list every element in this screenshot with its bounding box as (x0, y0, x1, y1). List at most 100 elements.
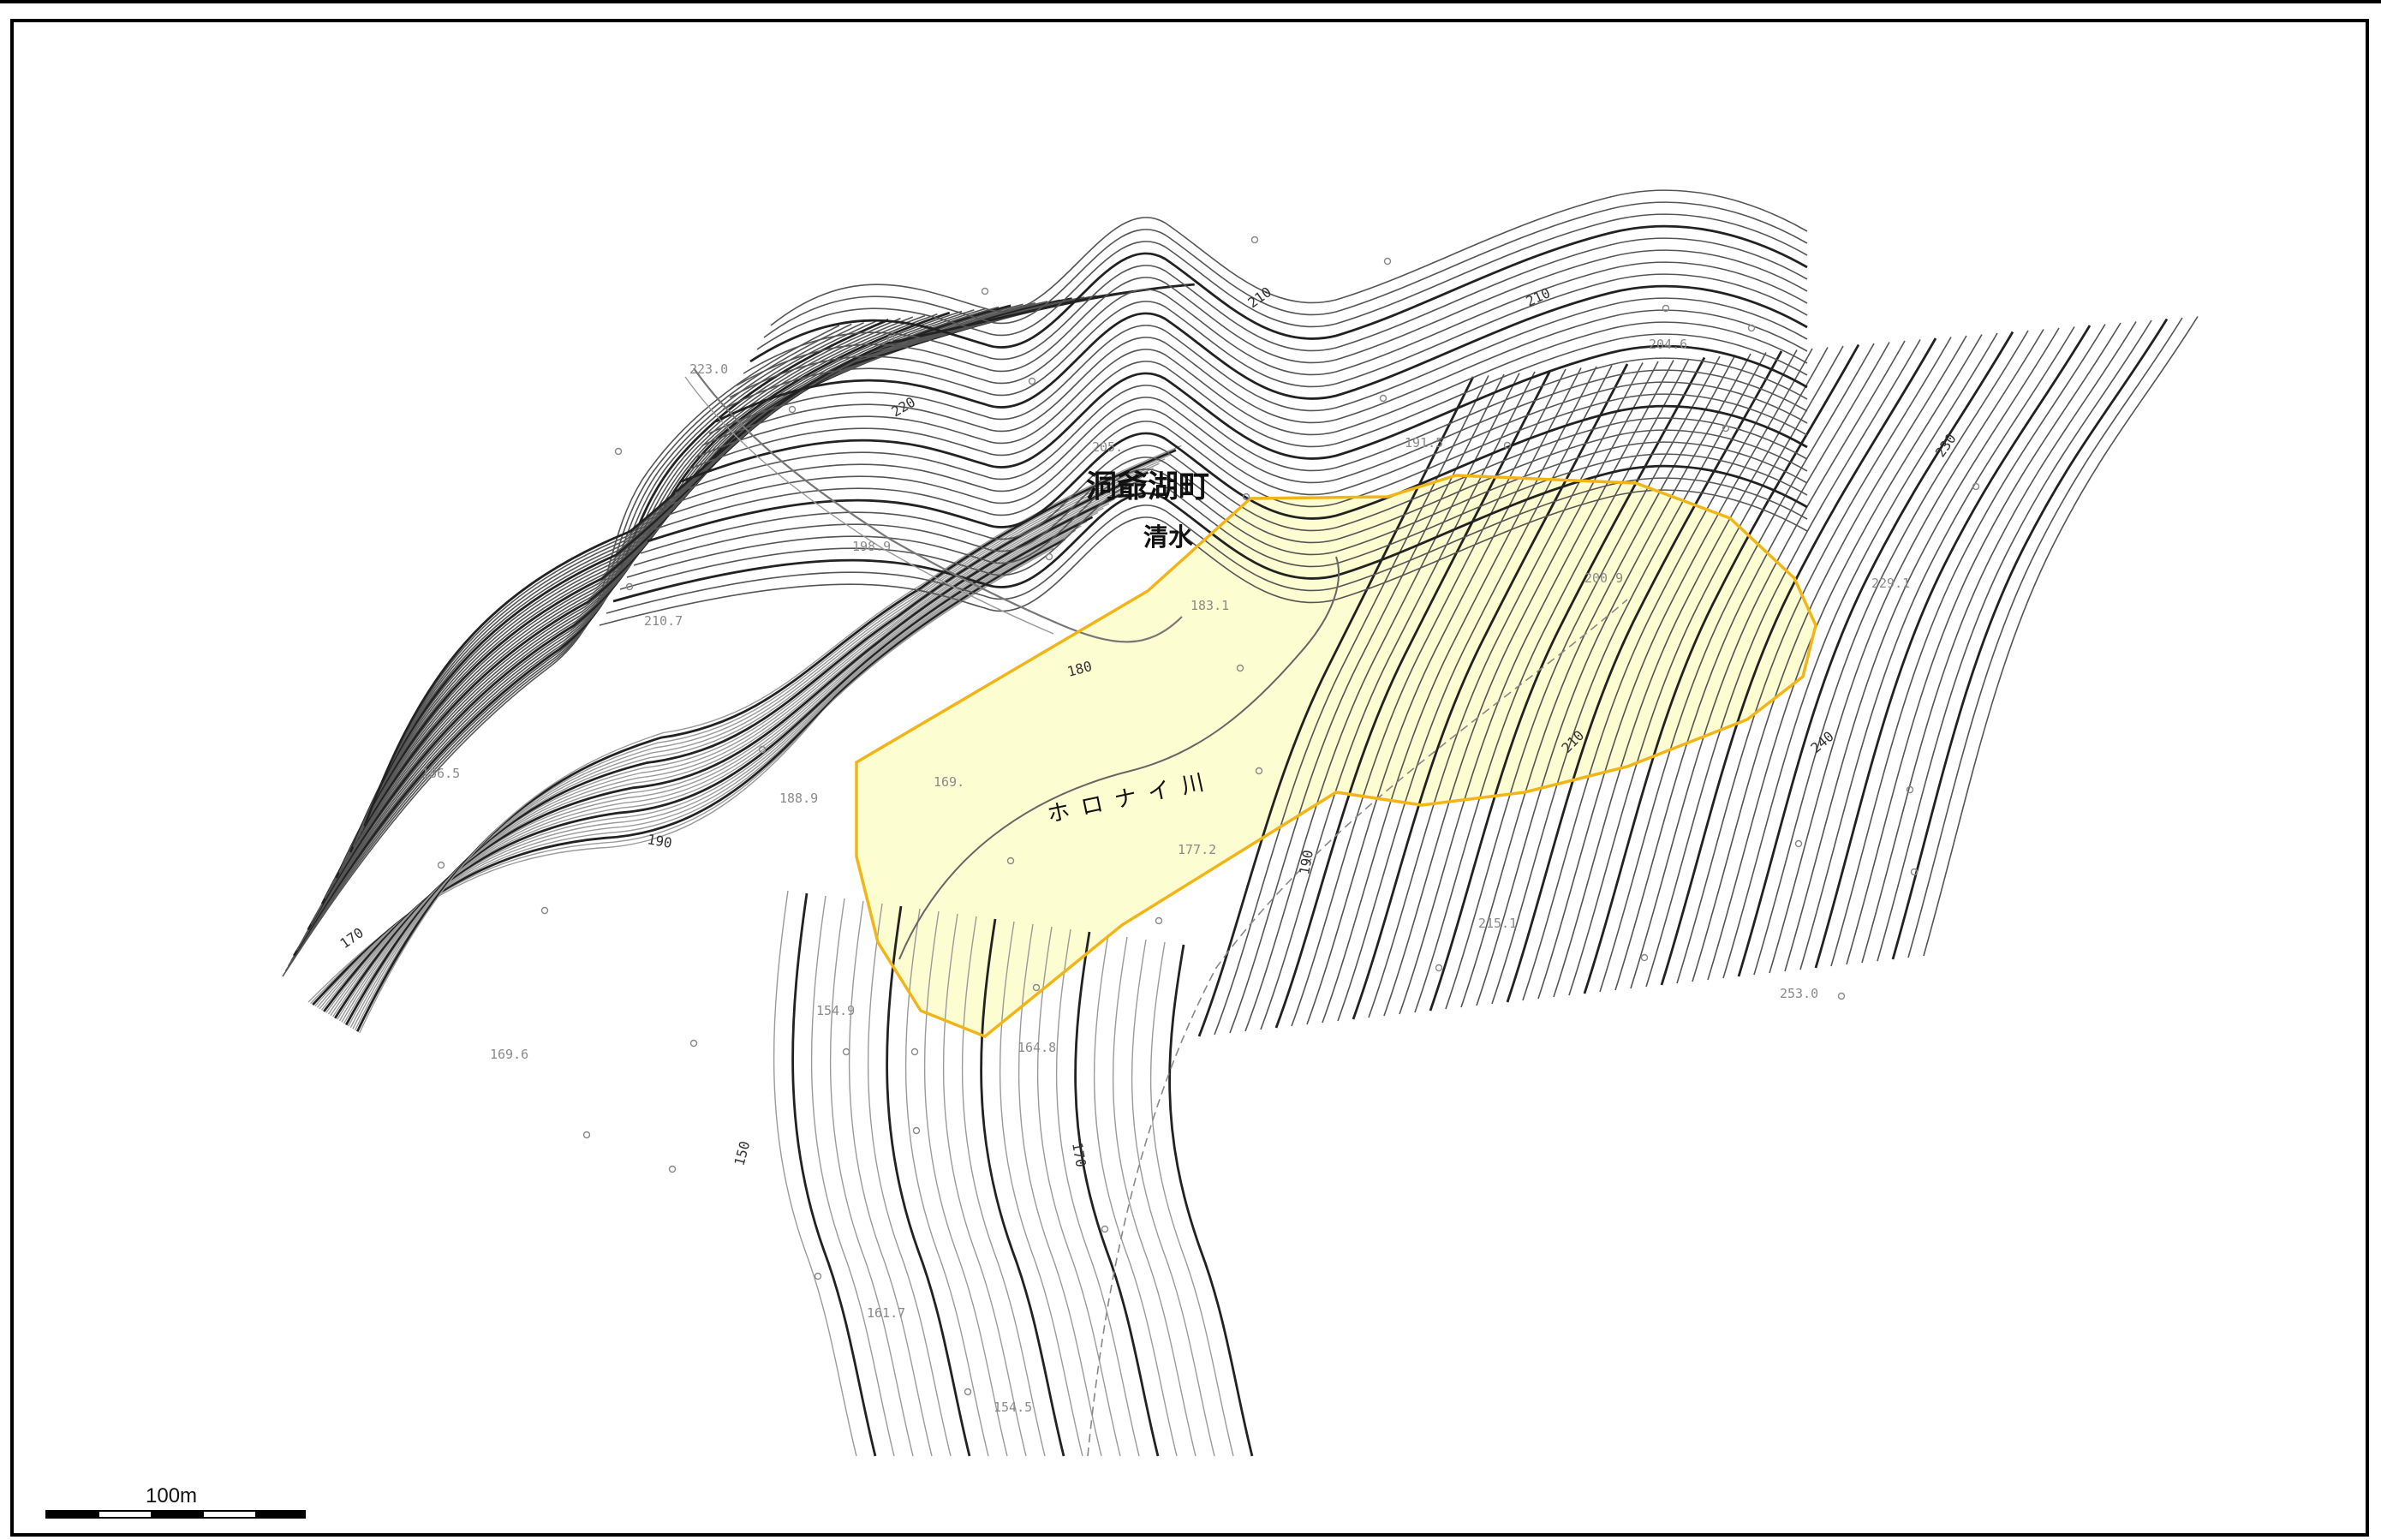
contour-line (695, 321, 1808, 458)
contour-line (749, 224, 1808, 363)
tree-symbol (540, 906, 549, 915)
elevation-point: 183.1 (1190, 598, 1229, 613)
contour-line (1753, 330, 2029, 976)
contour-line (1383, 361, 1659, 1017)
contour-line (674, 357, 1808, 494)
contour-line (980, 918, 1065, 1457)
contour-line (1907, 317, 2183, 958)
town-name-label: 洞爺湖町 (1086, 469, 1209, 504)
contour-line (1322, 366, 1597, 1024)
contour-label: 170 (1069, 1141, 1089, 1168)
contour-line (904, 908, 989, 1457)
contour-line (1414, 358, 1690, 1013)
contour-line (1891, 318, 2169, 960)
scale-bar-segment (255, 1511, 305, 1518)
tree-symbol (964, 1388, 972, 1396)
contour-line (886, 905, 971, 1457)
tree-symbol (625, 582, 634, 591)
map-symbols (437, 236, 1980, 1396)
contour-line (923, 910, 1008, 1457)
scale-bar-label: 100m (146, 1484, 197, 1507)
contour-line (290, 320, 877, 962)
contour-line (743, 237, 1808, 374)
contour-line (791, 892, 877, 1457)
elevation-point: 204.6 (1649, 337, 1687, 352)
tree-symbol (1640, 953, 1649, 962)
contour-label: 220 (889, 394, 919, 421)
tree-symbol (437, 861, 445, 869)
tree-symbol (1155, 916, 1163, 925)
contour-label: 190 (646, 831, 673, 851)
tree-symbol (1503, 441, 1512, 450)
contour-line (1846, 322, 2121, 965)
tree-symbol (1028, 377, 1036, 385)
contour-line (287, 321, 864, 967)
tree-symbol (1383, 257, 1392, 266)
contour-line (1737, 331, 2014, 977)
contour-line (1306, 367, 1582, 1025)
tree-symbol (668, 1165, 677, 1173)
contour-line (323, 516, 1094, 1012)
contour-line (867, 903, 952, 1457)
elevation-point: 200.9 (1584, 570, 1623, 586)
elevation-point: 164.8 (1017, 1040, 1056, 1055)
tree-symbol (1794, 839, 1803, 848)
tree-symbol (1972, 482, 1980, 491)
tree-symbol (1910, 868, 1919, 876)
contour-line (359, 445, 1182, 1034)
tree-symbol (1242, 492, 1250, 501)
contour-line (626, 441, 1808, 578)
tree-symbol (842, 1048, 850, 1056)
tree-symbol (1006, 857, 1015, 865)
contour-line (729, 261, 1808, 398)
contour-line (1583, 343, 1860, 994)
contour-line (848, 900, 933, 1457)
contour-line (1445, 355, 1721, 1010)
contour-line (1722, 332, 1998, 979)
tree-symbol (981, 287, 989, 295)
contour-label: 170 (337, 924, 367, 952)
contour-line (1645, 339, 1921, 988)
contour-line (1830, 324, 2106, 967)
contour-line (1861, 321, 2137, 964)
scale-bar-segment (151, 1511, 204, 1518)
contour-line (299, 316, 914, 946)
contour-line (1093, 934, 1178, 1457)
contour-line (1149, 941, 1234, 1457)
contour-line (829, 898, 914, 1457)
tree-symbol (1101, 1225, 1109, 1233)
contour-line (1036, 926, 1121, 1457)
contour-line (688, 333, 1808, 470)
tree-symbol (912, 1126, 921, 1135)
contour-line (1877, 319, 2152, 962)
elevation-point: 210.7 (644, 613, 683, 629)
contour-line (1522, 349, 1798, 1001)
contour-line (681, 344, 1808, 483)
road-line (693, 367, 1183, 643)
tree-symbol (1255, 767, 1263, 775)
tree-symbol (1722, 424, 1730, 433)
contour-label: 240 (1807, 728, 1836, 756)
contour-line (1229, 373, 1505, 1034)
contour-line (701, 309, 1808, 446)
district-name-label: 清水 (1143, 522, 1194, 552)
contour-line (942, 913, 1027, 1457)
contour-lines-south (773, 890, 1254, 1457)
contour-line (770, 189, 1808, 326)
tree-symbol (758, 745, 767, 754)
contour-line (1274, 369, 1552, 1029)
elevation-point: 177.2 (1178, 842, 1216, 857)
contour-line (647, 404, 1808, 543)
elevation-point: 215.1 (1478, 916, 1517, 931)
contour-line (1814, 325, 2092, 969)
contour-line (1799, 326, 2075, 970)
contour-line (1614, 342, 1890, 991)
elevation-point: 154.5 (994, 1400, 1032, 1415)
tree-symbol (788, 405, 797, 414)
contour-line (736, 249, 1808, 386)
contour-line (763, 201, 1808, 338)
elevation-point: 191.5 (1405, 435, 1443, 451)
tree-symbol (582, 1131, 591, 1139)
contour-line (660, 381, 1808, 518)
tree-symbol (689, 1039, 698, 1048)
